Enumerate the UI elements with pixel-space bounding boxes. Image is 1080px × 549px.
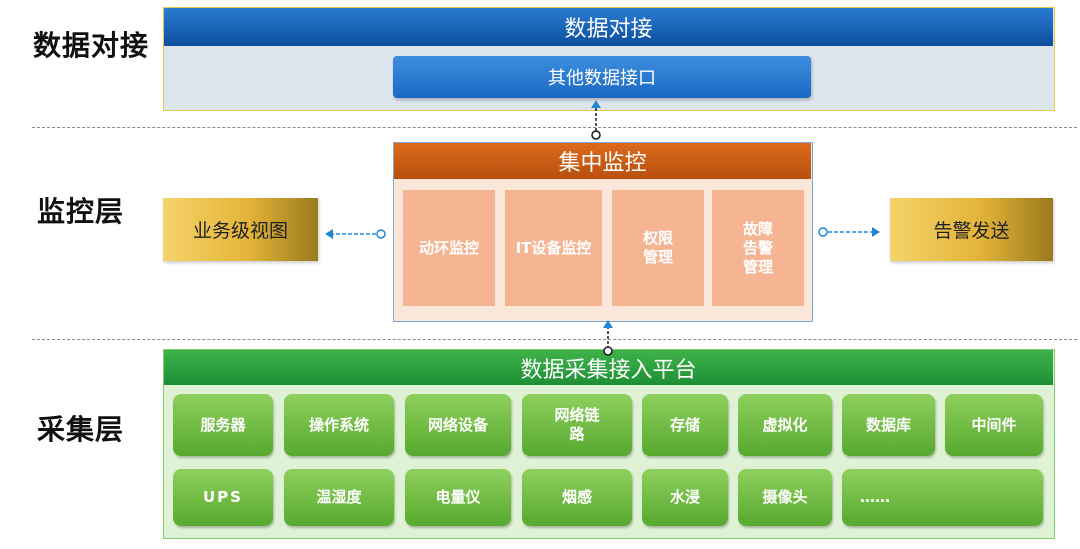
connector-collection-to-monitoring xyxy=(603,320,613,356)
data-collection-header: 数据采集接入平台 xyxy=(164,350,1053,385)
layer-separator-bottom xyxy=(32,339,1077,340)
tile-label: UPS xyxy=(203,488,243,506)
arrow-left-icon xyxy=(325,229,333,239)
collection-tile-server: 服务器 xyxy=(173,394,273,456)
tile-label: 网络链 路 xyxy=(554,406,600,443)
layer-separator-top xyxy=(32,127,1077,128)
arrow-right-icon xyxy=(872,227,880,237)
tile-label: 操作系统 xyxy=(308,415,369,434)
connector-monitoring-to-docking xyxy=(591,100,601,140)
module-fault-alarm-management: 故障 告警 管理 xyxy=(712,190,804,306)
collection-tile-network-device: 网络设备 xyxy=(405,394,511,456)
tile-label: 温湿度 xyxy=(316,488,362,506)
arrow-up-icon xyxy=(591,100,601,108)
collection-tile-database: 数据库 xyxy=(842,394,935,456)
layer-label-monitoring: 监控层 xyxy=(37,195,125,228)
arrow-up-icon xyxy=(603,320,613,328)
layer-label-collection: 采集层 xyxy=(37,413,125,446)
other-data-interface-box: 其他数据接口 xyxy=(393,56,811,98)
collection-tile-middleware: 中间件 xyxy=(945,394,1043,456)
collection-tile-camera: 摄像头 xyxy=(738,469,832,526)
collection-tile-more: …… xyxy=(842,469,1043,526)
data-docking-header: 数据对接 xyxy=(164,8,1053,46)
tile-label: …… xyxy=(860,488,890,506)
collection-tile-power-meter: 电量仪 xyxy=(405,469,511,526)
collection-tile-water-leak: 水浸 xyxy=(642,469,728,526)
tile-label: 网络设备 xyxy=(427,415,488,434)
tile-label: 数据库 xyxy=(865,415,911,434)
collection-tile-network-link: 网络链 路 xyxy=(522,394,632,456)
tile-label: 虚拟化 xyxy=(762,415,808,434)
tile-label: 水浸 xyxy=(669,488,700,506)
alarm-sending-box: 告警发送 xyxy=(890,198,1053,261)
business-view-box: 业务级视图 xyxy=(163,198,318,261)
tile-label: 烟感 xyxy=(561,488,592,506)
module-label: 动环监控 xyxy=(418,238,479,257)
collection-tile-temperature-humidity: 温湿度 xyxy=(284,469,394,526)
module-permission-management: 权限 管理 xyxy=(612,190,704,306)
tile-label: 中间件 xyxy=(971,415,1017,434)
collection-tile-storage: 存储 xyxy=(642,394,728,456)
collection-tile-operating-system: 操作系统 xyxy=(284,394,394,456)
connector-monitoring-to-business-view xyxy=(325,229,386,239)
connector-monitoring-to-alarm-sending xyxy=(818,227,880,237)
layer-label-data-docking: 数据对接 xyxy=(33,29,150,62)
module-power-environment-monitoring: 动环监控 xyxy=(403,190,495,306)
module-label: IT设备监控 xyxy=(515,238,592,257)
tile-label: 服务器 xyxy=(200,415,246,434)
module-label: 权限 管理 xyxy=(642,229,673,266)
tile-label: 摄像头 xyxy=(762,488,808,506)
collection-tile-virtualization: 虚拟化 xyxy=(738,394,832,456)
collection-tile-ups: UPS xyxy=(173,469,273,526)
tile-label: 电量仪 xyxy=(435,488,481,506)
collection-tile-smoke-sensor: 烟感 xyxy=(522,469,632,526)
tile-label: 存储 xyxy=(669,415,700,434)
module-it-device-monitoring: IT设备监控 xyxy=(505,190,602,306)
module-label: 故障 告警 管理 xyxy=(742,219,773,276)
centralized-monitoring-header: 集中监控 xyxy=(394,143,811,179)
